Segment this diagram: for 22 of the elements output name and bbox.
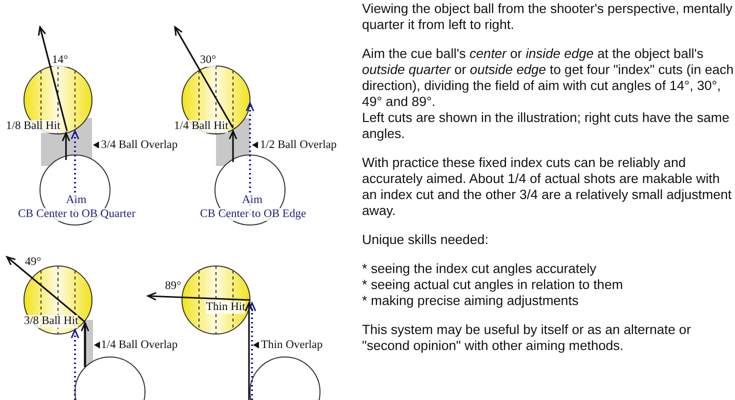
bullet-item: * seeing actual cut angles in relation to them [362, 277, 624, 293]
paragraph: Aim the cue ball's center or inside edge at the object ball's outside quarter or outside edge to get four "index" cuts (in each direction), dividing the field of aim with cut angles of 14°, 30°, 49° and 89°. [362, 46, 734, 110]
overlap-label: 1/2 Ball Overlap [260, 139, 337, 152]
aim-label: Aim [242, 194, 262, 207]
paragraph: Viewing the object ball from the shooter's perspective, mentally quarter it from left to right. [362, 1, 734, 33]
bullet-item: * making precise aiming adjustments [362, 293, 580, 309]
overlap-label: Thin Overlap [261, 339, 323, 352]
heading: Unique skills needed: [362, 232, 490, 248]
bullet-item: * seeing the index cut angles accurately [362, 261, 598, 277]
aim-label: Aim [66, 194, 86, 207]
overlap-label: 3/4 Ball Overlap [101, 139, 178, 152]
hit-label: 1/8 Ball Hit [6, 120, 60, 133]
hit-label: 1/4 Ball Hit [174, 120, 228, 133]
paragraph: This system may be useful by itself or as an alternate or "second opinion" with other aiming methods. [362, 322, 692, 354]
hit-label: 3/8 Ball Hit [24, 315, 78, 328]
aim-caption: CB Center to OB Edge [200, 208, 306, 221]
angle-label: 30° [200, 54, 216, 67]
overlap-label: 1/4 Ball Overlap [101, 339, 178, 352]
aim-caption: CB Center to OB Quarter [18, 208, 136, 221]
angle-label: 14° [52, 54, 68, 67]
paragraph: With practice these fixed index cuts can be reliably and accurately aimed. About 1/4 of actual shots are makable with an index cut and the other 3/4 are a relatively small adjustment away. [362, 155, 733, 219]
paragraph: Left cuts are shown in the illustration; right cuts have the same angles. [362, 110, 730, 142]
